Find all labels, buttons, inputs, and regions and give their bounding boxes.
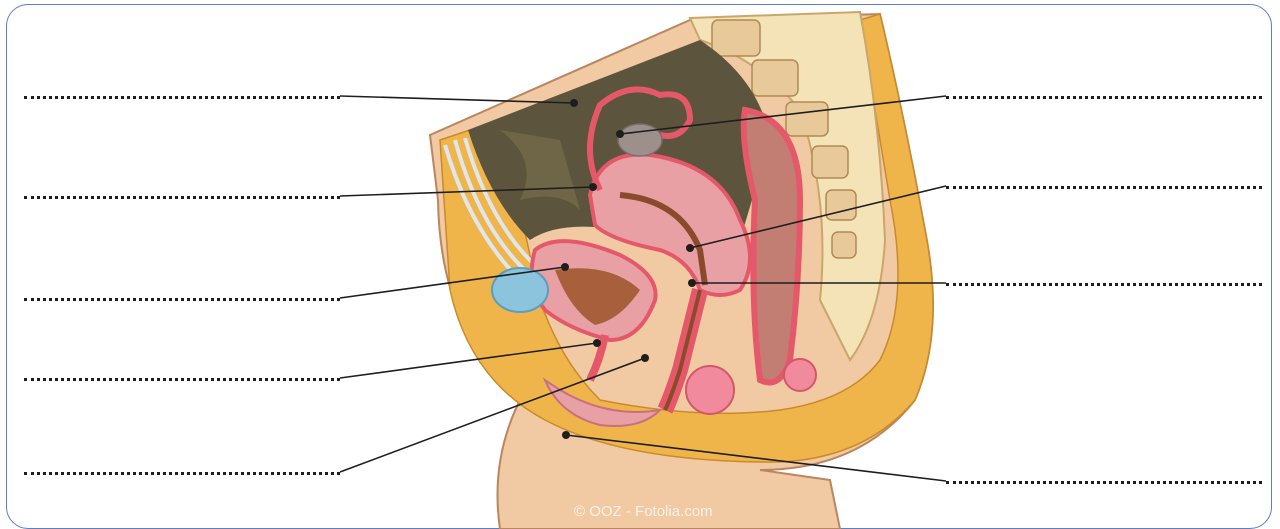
label-blank-right-3[interactable] xyxy=(946,273,1262,286)
leader-dot xyxy=(593,339,601,347)
leader-dot xyxy=(616,130,624,138)
label-blank-left-2[interactable] xyxy=(24,186,340,199)
label-blank-left-5[interactable] xyxy=(24,462,340,475)
leader-dot xyxy=(562,431,570,439)
leader-dot xyxy=(686,244,694,252)
anus xyxy=(784,359,816,391)
label-blank-left-1[interactable] xyxy=(24,86,340,99)
leader-dot xyxy=(688,279,696,287)
hemorrhoid-tissue xyxy=(686,366,734,414)
label-blank-right-4[interactable] xyxy=(946,471,1262,484)
label-blank-left-3[interactable] xyxy=(24,288,340,301)
leader-dot xyxy=(561,263,569,271)
leader-dot xyxy=(589,183,597,191)
leader-dot xyxy=(570,99,578,107)
label-blank-right-2[interactable] xyxy=(946,176,1262,189)
watermark: © OOZ - Fotolia.com xyxy=(574,503,713,520)
ovary xyxy=(618,124,662,156)
pubic-bone xyxy=(492,268,548,312)
label-blank-left-4[interactable] xyxy=(24,368,340,381)
label-blank-right-1[interactable] xyxy=(946,86,1262,99)
leader-dot xyxy=(641,354,649,362)
